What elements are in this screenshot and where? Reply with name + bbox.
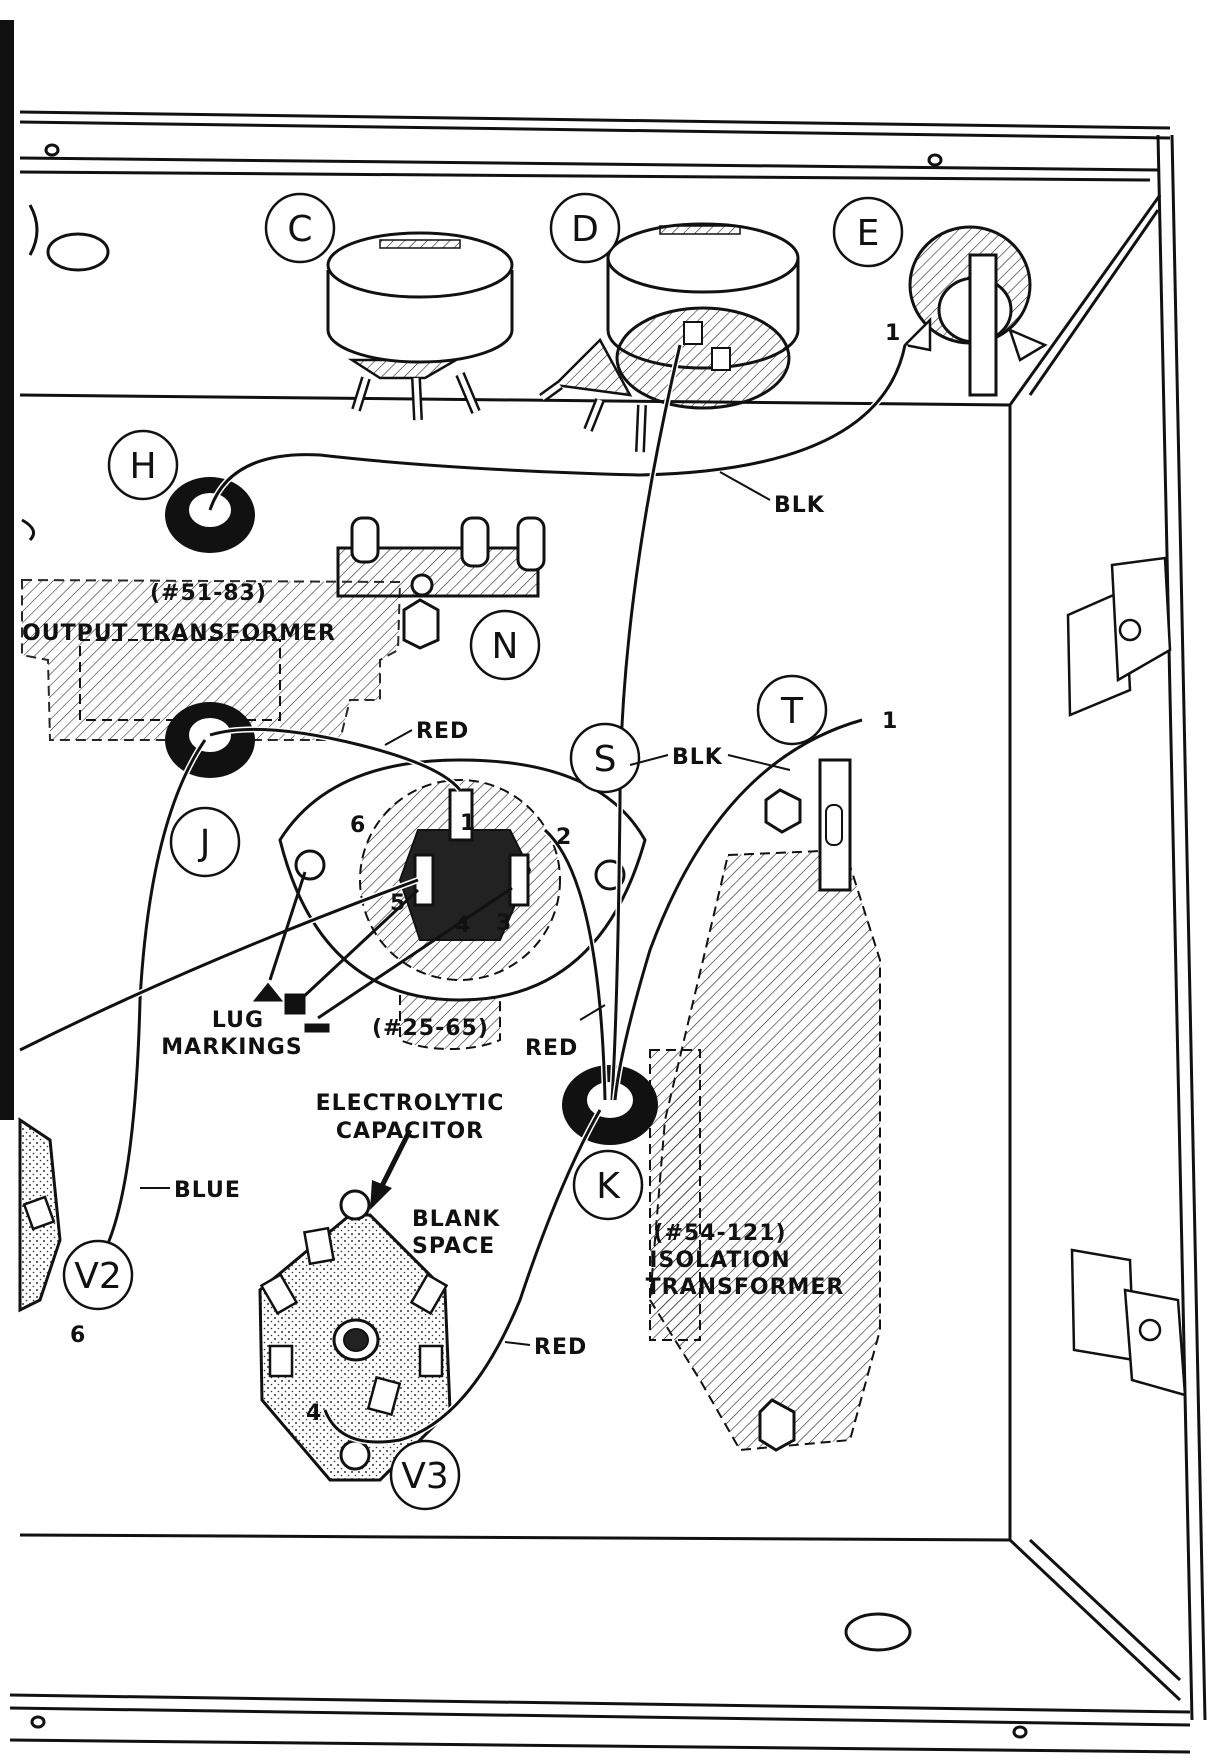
isolation-part-no: (#54-121) [653, 1221, 786, 1246]
wire-red-cap2-to-k [542, 827, 608, 1101]
jack-e-lug-1: 1 [885, 321, 901, 346]
terminal-t-lug-1: 1 [882, 709, 898, 734]
square-marker-icon [284, 993, 306, 1015]
callout-circles [62, 192, 904, 1511]
label-v2: V2 [74, 1256, 122, 1297]
wire-label-red-2: RED [525, 1036, 578, 1061]
potentiometer-d [539, 222, 800, 453]
wire-blk-e-to-h [207, 344, 908, 511]
grommet-h [165, 477, 255, 553]
wire-label-red-3: RED [534, 1335, 587, 1360]
output-transformer-part-no: (#51-83) [150, 581, 267, 606]
label-h: H [129, 446, 156, 487]
capacitor-line-2: CAPACITOR [336, 1119, 484, 1144]
v2-lug-6: 6 [70, 1323, 86, 1348]
cap-lug-1: 1 [460, 811, 476, 836]
side-bracket-bottom [1070, 1248, 1187, 1397]
electrolytic-capacitor [278, 758, 647, 1051]
label-c: C [287, 209, 312, 250]
label-v3: V3 [401, 1456, 449, 1497]
dash-marker-icon [304, 1023, 330, 1033]
label-n: N [492, 626, 519, 667]
tube-socket-v2 [18, 1117, 62, 1313]
wire-cap5-to-left [18, 877, 420, 1053]
wire-blk-t-to-k [612, 717, 863, 1101]
side-bracket-top [1066, 556, 1172, 717]
lug-marking-symbols [252, 871, 513, 1033]
isolation-line-1: ISOLATION [649, 1248, 790, 1273]
grommet-j [165, 702, 255, 778]
jack-e [902, 225, 1048, 397]
blank-space-line-1: BLANK [412, 1207, 500, 1232]
left-edge-bar [0, 20, 14, 1120]
output-transformer-name: OUTPUT TRANSFORMER [22, 621, 336, 646]
wire-blue-j-to-v2 [97, 738, 208, 1262]
label-t: T [780, 691, 804, 732]
cap-lug-6: 6 [350, 813, 366, 838]
capacitor-part-no: (#25-65) [372, 1016, 489, 1041]
output-transformer [21, 518, 402, 741]
capacitor-line-1: ELECTROLYTIC [316, 1091, 505, 1116]
wire-label-blue: BLUE [174, 1178, 241, 1203]
label-s: S [594, 739, 617, 780]
isolation-line-2: TRANSFORMER [646, 1275, 845, 1300]
lug-markings-line-1: LUG [212, 1008, 264, 1033]
tube-socket-v3 [258, 1128, 452, 1482]
blank-space-line-2: SPACE [412, 1234, 495, 1259]
wire-label-blk-2: BLK [672, 745, 723, 770]
isolation-transformer [648, 848, 881, 1452]
triangle-marker-icon [252, 982, 284, 1002]
cap-lug-3: 3 [496, 911, 512, 936]
leader-lines [140, 471, 791, 1346]
cap-lug-4: 4 [455, 913, 471, 938]
label-k: K [596, 1166, 621, 1207]
potentiometer-c [326, 231, 514, 421]
wire-red-j-to-cap1 [209, 726, 463, 792]
wire-label-blk-1: BLK [774, 493, 825, 518]
cap-lug-5: 5 [390, 891, 406, 916]
grommet-k [562, 1065, 658, 1145]
terminal-strip-n [336, 516, 546, 650]
label-d: D [571, 209, 599, 250]
terminal-t [764, 758, 852, 892]
v3-lug-4: 4 [306, 1401, 322, 1426]
label-e: E [857, 213, 880, 254]
label-j: J [198, 823, 211, 864]
wire-blk-d-to-k [609, 344, 683, 1101]
wire-red-k-to-v3 [322, 1108, 603, 1445]
lug-markings-line-2: MARKINGS [161, 1035, 302, 1060]
chassis-frame [0, 20, 1207, 1754]
wire-label-red-1: RED [416, 719, 469, 744]
cap-lug-2: 2 [556, 825, 572, 850]
